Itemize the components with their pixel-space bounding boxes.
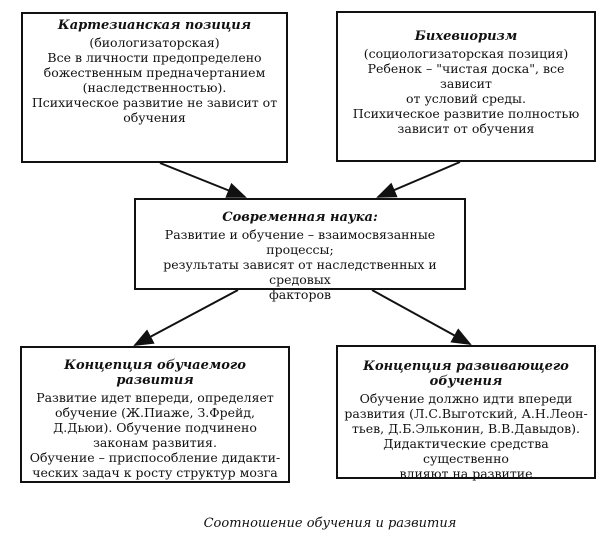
- box-learned-development: Концепция обучаемого развития Развитие и…: [20, 346, 290, 483]
- box-line: (наследственностью).: [82, 80, 227, 95]
- box-line: Развитие и обучение – взаимосвязанные пр…: [164, 227, 436, 257]
- box-line: законам развития.: [93, 435, 217, 450]
- box-line: влияют на развитие: [399, 466, 533, 481]
- box-line: Дидактические средства существенно: [383, 436, 549, 466]
- box-line: зависит от обучения: [397, 121, 535, 136]
- box-modern-science: Современная наука: Развитие и обучение –…: [134, 198, 466, 302]
- figure-caption: Соотношение обучения и развития: [203, 516, 457, 531]
- box-title: Картезианская позиция: [57, 18, 252, 33]
- arrow-modern-to-learned-development: [133, 289, 239, 346]
- box-line: обучение (Ж.Пиаже, З.Фрейд,: [54, 405, 256, 420]
- box-line: развития (Л.С.Выготский, А.Н.Леон-: [344, 406, 588, 421]
- arrow-cartesian-to-modern: [159, 162, 247, 198]
- box-line: (социологизаторская позиция): [363, 46, 569, 61]
- box-line: Развитие идет впереди, определяет: [36, 390, 274, 405]
- box-line: обучения: [123, 110, 186, 125]
- box-developing-learning: Концепция развивающего обучения Обучение…: [336, 345, 596, 481]
- box-line: тьев, Д.Б.Эльконин, В.В.Давыдов).: [351, 421, 580, 436]
- box-line: божественным предначертанием: [43, 65, 266, 80]
- box-line: Психическое развитие полностью: [352, 106, 580, 121]
- box-title: Бихевиоризм: [414, 29, 518, 44]
- box-title: Концепция развивающего обучения: [363, 359, 569, 389]
- box-line: Д.Дьюи). Обучение подчинено: [53, 420, 257, 435]
- box-line: от условий среды.: [406, 91, 526, 106]
- box-line: Обучение – приспособление дидакти-: [29, 450, 281, 465]
- box-cartesian-position: Картезианская позиция (биологизаторская)…: [21, 12, 288, 163]
- box-title: Современная наука:: [222, 210, 378, 225]
- box-line: (биологизаторская): [89, 35, 220, 50]
- box-line: Ребенок – "чистая доска", все зависит: [367, 61, 565, 91]
- box-title: Концепция обучаемого развития: [64, 358, 246, 388]
- box-line: Обучение должно идти впереди: [359, 391, 573, 406]
- box-line: ческих задач к росту структур мозга: [32, 465, 278, 480]
- box-line: факторов: [268, 287, 332, 302]
- box-line: Все в личности предопределено: [47, 50, 262, 65]
- arrow-modern-to-developing-learning: [371, 289, 472, 345]
- box-line: Психическое развитие не зависит от: [31, 95, 278, 110]
- box-behaviorism: Бихевиоризм (социологизаторская позиция)…: [336, 11, 596, 162]
- box-line: результаты зависят от наследственных и с…: [163, 257, 437, 287]
- arrow-behaviorism-to-modern: [376, 161, 461, 198]
